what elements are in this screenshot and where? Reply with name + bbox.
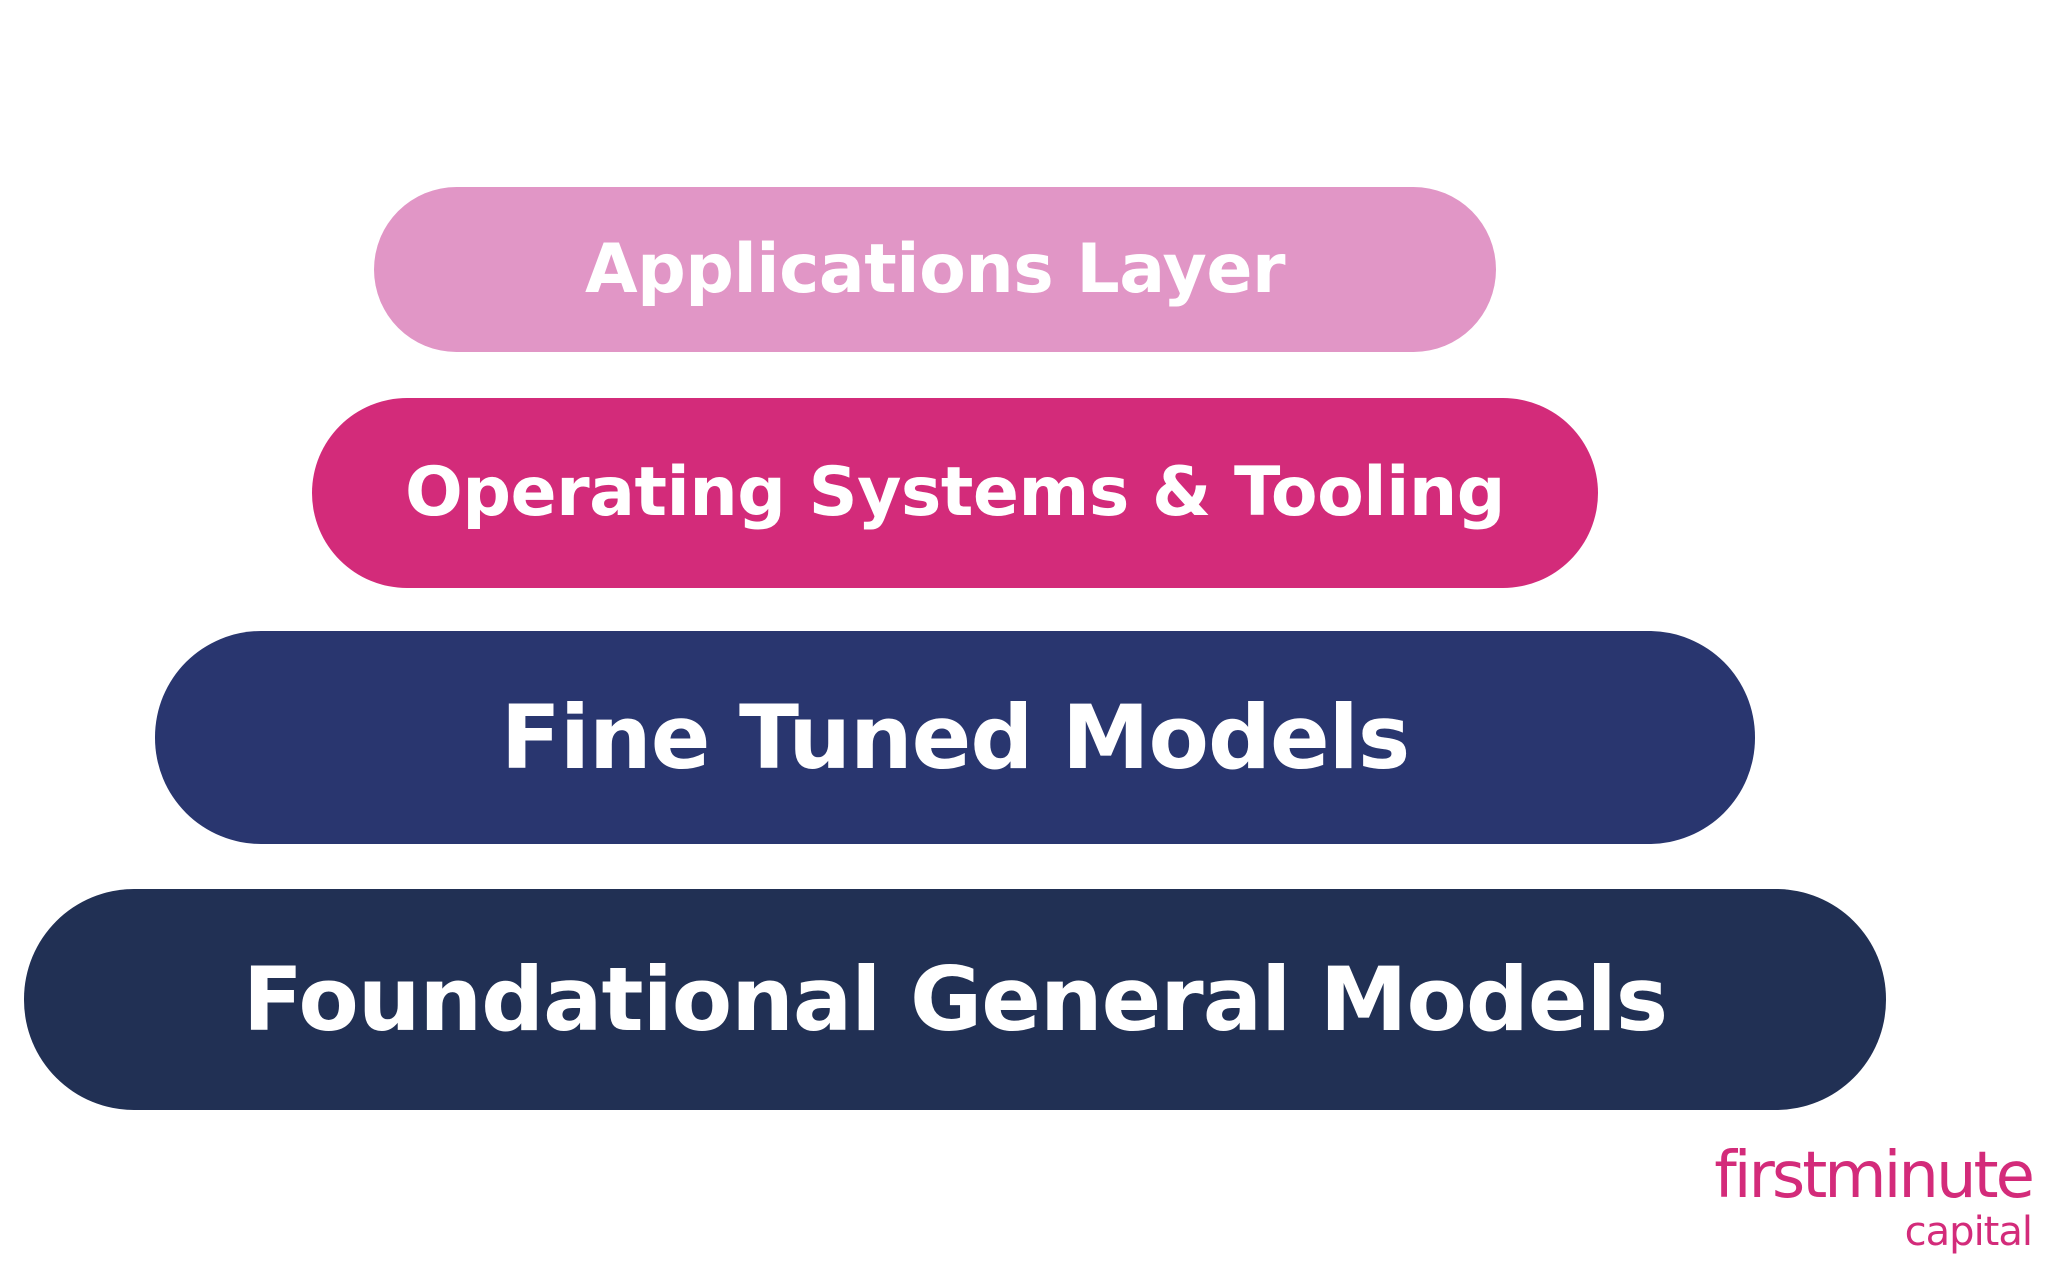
fine-tuned-models-block: Fine Tuned Models (155, 631, 1755, 844)
applications-layer-block: Applications Layer (374, 187, 1496, 352)
foundational-general-models-label: Foundational General Models (242, 947, 1668, 1051)
foundational-general-models-block: Foundational General Models (24, 889, 1886, 1110)
logo-wordmark: firstminute (1714, 1139, 2035, 1213)
applications-layer-label: Applications Layer (585, 229, 1286, 309)
operating-systems-tooling-block: Operating Systems & Tooling (312, 398, 1598, 588)
firstminute-capital-logo: firstminute capital (1688, 1144, 2038, 1254)
fine-tuned-models-label: Fine Tuned Models (500, 685, 1410, 789)
operating-systems-tooling-label: Operating Systems & Tooling (405, 453, 1505, 532)
logo-subtitle: capital (1904, 1209, 2033, 1255)
